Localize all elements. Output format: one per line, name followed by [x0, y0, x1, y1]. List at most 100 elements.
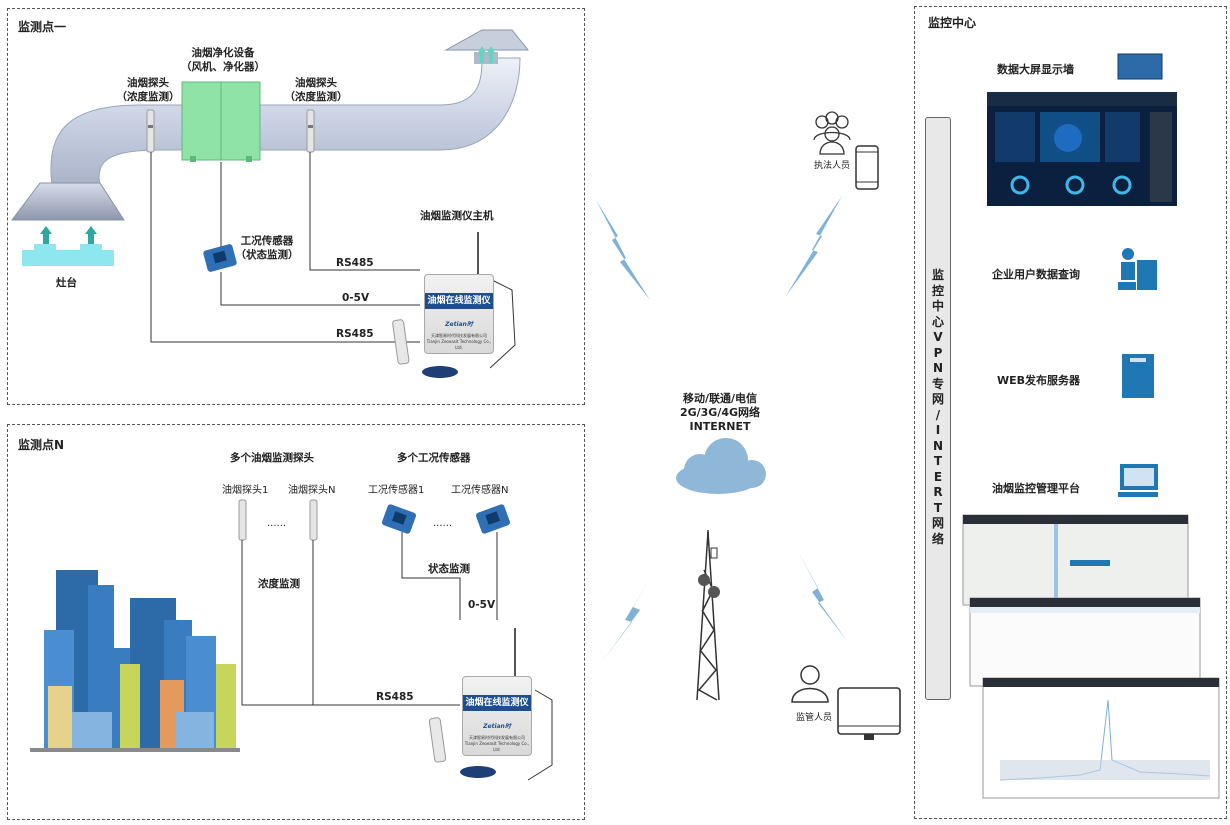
state-label: 状态监测	[428, 563, 470, 575]
range-hood	[10, 182, 125, 221]
vpn-bar-char: 络	[931, 531, 944, 546]
monitoring-point-n-panel	[7, 424, 585, 820]
purifier-label-line1: 油烟净化设备	[191, 47, 255, 59]
lightning-bolts	[596, 196, 848, 662]
supervisor-label: 监管人员	[796, 713, 833, 723]
supervisor-icon	[791, 665, 829, 703]
web-server-label: WEB发布服务器	[997, 374, 1081, 387]
host-antenna	[477, 232, 479, 274]
host-probe	[392, 319, 458, 378]
probe-n-label: 油烟探头N	[288, 485, 336, 496]
cloud-icon	[676, 438, 766, 494]
monitor-host-device-n: 油烟在线监测仪 Zetian时 天津智易时代科技发展有限公司 Tianjin Z…	[462, 676, 532, 756]
condition-sensor-label-line2: （状态监测）	[235, 249, 299, 261]
vpn-bar-char: 网	[931, 392, 944, 406]
condition-sensor-label-line1: 工况传感器	[240, 235, 294, 247]
enforcer-group-icon	[813, 111, 851, 155]
purifier-label: 油烟净化设备 （风机、净化器）	[180, 46, 266, 74]
panelN-wires	[241, 532, 553, 781]
wire-label-05v: 0-5V	[342, 292, 370, 304]
probe-right-label-line2: （浓度监测）	[284, 91, 348, 103]
vpn-bar-char: T	[933, 454, 943, 468]
vpn-bar-char: 专	[931, 376, 944, 391]
big-screen-photo	[987, 92, 1177, 206]
vpn-bar-char: 心	[931, 314, 944, 329]
vpn-bar-char: R	[933, 485, 943, 499]
platform-table-screenshot	[969, 597, 1201, 687]
probe-right	[306, 109, 315, 153]
vpn-bar-char: 网	[931, 516, 944, 530]
vpn-bar-char: E	[933, 469, 943, 484]
city-buildings	[30, 570, 240, 752]
probe-left-label: 油烟探头 （浓度监测）	[108, 76, 188, 104]
device-band: 油烟在线监测仪	[425, 293, 493, 309]
platform-map-screenshot	[962, 514, 1189, 606]
purifier-label-line2: （风机、净化器）	[181, 61, 265, 73]
vpn-bar-char: /	[935, 407, 941, 422]
wire-label-rs485-top: RS485	[336, 257, 374, 269]
sensor-n-label: 工况传感器N	[451, 485, 509, 496]
condition-sensor	[203, 244, 237, 272]
probe-dots: ......	[267, 518, 287, 529]
device-company-cn: 天津智易时代科技发展有限公司	[431, 333, 487, 338]
sensor-n	[475, 504, 511, 534]
probe-right-label: 油烟探头 （浓度监测）	[276, 76, 356, 104]
purifier-unit	[181, 81, 261, 162]
host-antenna-n	[514, 628, 516, 676]
vpn-bar-char: 中	[931, 299, 944, 313]
device-company-n: 天津智易时代科技发展有限公司 Tianjin Zeoeasit Technolo…	[463, 735, 531, 753]
display-wall-icon	[1117, 53, 1163, 80]
monitor-icon	[837, 687, 901, 740]
vpn-bar-char: P	[933, 345, 943, 360]
probe-1-label: 油烟探头1	[222, 485, 269, 496]
vpn-bar-char: T	[933, 500, 943, 515]
enterprise-query-label: 企业用户数据查询	[992, 268, 1080, 281]
panel-n-title: 监测点N	[18, 438, 65, 452]
monitor-host-device: 油烟在线监测仪 Zetian时 天津智易时代科技发展有限公司 Tianjin Z…	[424, 274, 494, 354]
device-company: 天津智易时代科技发展有限公司 Tianjin Zeoeasit Technolo…	[425, 333, 493, 351]
monitoring-point-1-panel	[7, 8, 585, 405]
vpn-bar-char: N	[932, 438, 944, 453]
condition-sensor-label: 工况传感器 （状态监测）	[232, 234, 302, 262]
device-logo-n: Zetian时	[483, 723, 511, 730]
chimney-cap	[444, 29, 530, 51]
probe-left-label-line1: 油烟探头	[127, 77, 169, 89]
vpn-bar-char: N	[932, 361, 944, 375]
panel1-wires	[150, 152, 516, 369]
monitor-center-panel	[914, 6, 1227, 819]
vpn-bar-char: 监	[931, 268, 944, 282]
probe-left	[146, 109, 155, 153]
platform-chart-screenshot	[982, 677, 1220, 799]
big-screen-label: 数据大屏显示墙	[997, 63, 1074, 76]
host-label: 油烟监测仪主机	[420, 210, 494, 222]
phone-icon	[855, 145, 879, 190]
enforcer-label: 执法人员	[814, 161, 851, 171]
exhaust-duct	[50, 57, 521, 186]
server-icon	[1122, 354, 1154, 398]
wire-label-rs485-n: RS485	[376, 691, 414, 703]
device-band-n: 油烟在线监测仪	[463, 695, 531, 711]
probe-left-label-line2: （浓度监测）	[116, 91, 180, 103]
stove-label: 灶台	[56, 277, 77, 289]
wire-label-rs485-bottom: RS485	[336, 328, 374, 340]
device-company-en: Tianjin Zeoeasit Technology Co., Ltd.	[426, 339, 492, 350]
sensor-1	[381, 504, 417, 534]
center-title: 监控中心	[928, 16, 977, 30]
device-company-cn-n: 天津智易时代科技发展有限公司	[469, 735, 525, 740]
exhaust-arrows	[478, 46, 495, 63]
user-query-icon	[1118, 248, 1157, 290]
host-probe-n	[428, 717, 496, 778]
device-logo: Zetian时	[445, 321, 473, 328]
vpn-bar-char: 控	[931, 283, 944, 298]
multi-probes-label: 多个油烟监测探头	[230, 452, 314, 464]
probe-right-label-line1: 油烟探头	[295, 77, 337, 89]
network-line2: 2G/3G/4G网络	[679, 406, 761, 419]
sensor-1-label: 工况传感器1	[368, 485, 425, 496]
panel-title: 监测点一	[18, 20, 67, 34]
wire-label-05v-n: 0-5V	[468, 599, 496, 611]
network-line3: INTERNET	[689, 420, 751, 433]
concentration-label: 浓度监测	[258, 578, 300, 590]
